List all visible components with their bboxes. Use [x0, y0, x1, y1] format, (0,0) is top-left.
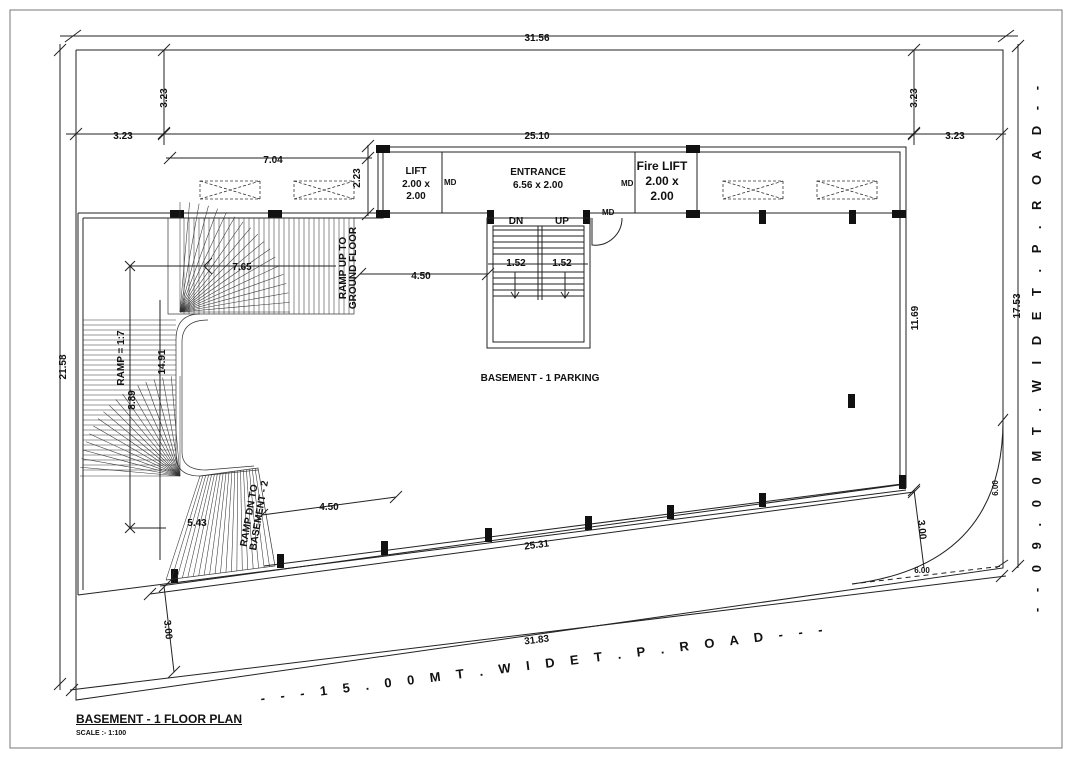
side-right-label: 3.23 — [945, 131, 965, 142]
clear-span-dim — [353, 267, 495, 281]
ramp-length-label: 7.65 — [232, 262, 252, 273]
ramp-up-line2: GROUND FLOOR — [348, 226, 359, 309]
stair-up-label: UP — [555, 216, 569, 227]
clear-span-label: 4.50 — [411, 271, 431, 282]
fire-lift-label: Fire LIFT — [637, 159, 688, 173]
curve-radius-h: 6.00 — [914, 566, 930, 575]
entrance-size: 6.56 x 2.00 — [513, 180, 563, 191]
stair-left-width: 1.52 — [506, 258, 526, 269]
fire-lift-size-2: 2.00 — [650, 189, 674, 203]
plan-title: BASEMENT - 1 FLOOR PLAN — [76, 712, 243, 726]
building-width-label: 25.10 — [524, 131, 549, 142]
ramp-width-label: 7.04 — [263, 155, 283, 166]
ramp-radius-label: 5.43 — [187, 518, 207, 529]
overall-depth-dim — [53, 43, 67, 691]
side-left-label: 3.23 — [113, 131, 133, 142]
ramp-inner-label: 8.89 — [127, 390, 138, 410]
stair-right-width: 1.52 — [552, 258, 572, 269]
setback-dims — [66, 43, 1009, 145]
lift-label: LIFT — [405, 166, 426, 177]
ramp-length-dim — [124, 257, 336, 560]
right-depth-label: 11.69 — [910, 305, 921, 330]
right-overall-dim — [1011, 39, 1025, 573]
ramp-treads — [80, 202, 350, 581]
overall-width-label: 31.56 — [524, 33, 549, 44]
bottom-overall-label: 31.83 — [524, 633, 551, 647]
right-setback-label: 3.00 — [915, 519, 928, 540]
plan-caption: BASEMENT - 1 FLOOR PLAN SCALE :- 1:100 — [76, 712, 242, 737]
columns — [170, 145, 906, 583]
right-setback-dim — [851, 413, 1009, 585]
right-overall-label: 17.53 — [1012, 293, 1023, 318]
sheet-frame — [9, 9, 1063, 749]
rear-setback-label: 3.00 — [161, 619, 174, 640]
stair-door-md: MD — [602, 208, 615, 217]
staircase — [486, 217, 623, 349]
entrance-depth-label: 2.23 — [352, 168, 363, 188]
fire-lift-md: MD — [621, 179, 634, 188]
fire-lift-size-1: 2.00 x — [645, 174, 679, 188]
plot-boundary — [75, 49, 1004, 701]
lower-span-label: 4.50 — [319, 502, 339, 513]
lift-size-2: 2.00 — [406, 191, 426, 202]
bottom-wall-label: 25.31 — [524, 538, 551, 552]
curve-radius-v: 6.00 — [991, 480, 1000, 496]
plan-scale: SCALE :- 1:100 — [76, 730, 127, 737]
front-setback-left-label: 3.23 — [159, 88, 170, 108]
ramp-depth-label: 14.91 — [157, 349, 168, 374]
front-setback-right-label: 3.23 — [909, 88, 920, 108]
ramp-width-dim — [163, 139, 375, 221]
stair-dn-label: DN — [509, 216, 523, 227]
overall-depth-label: 21.58 — [58, 354, 69, 379]
parking-area-label: BASEMENT - 1 PARKING — [481, 373, 600, 384]
lift-md: MD — [444, 178, 457, 187]
lift-size-1: 2.00 x — [402, 179, 430, 190]
right-road-label: - - 0 9 . 0 0 M T . W I D E T . P . R O … — [1029, 80, 1044, 612]
ramp-slope-label: RAMP = 1:7 — [116, 330, 127, 386]
lower-span-dim — [255, 490, 403, 522]
rear-setback-dim — [158, 579, 181, 679]
ducts — [199, 180, 878, 200]
bottom-overall-dim — [65, 569, 1009, 697]
ramp-up-line1: RAMP UP TO — [338, 237, 349, 299]
top-dimension — [60, 29, 1018, 43]
entrance-label: ENTRANCE — [510, 167, 566, 178]
